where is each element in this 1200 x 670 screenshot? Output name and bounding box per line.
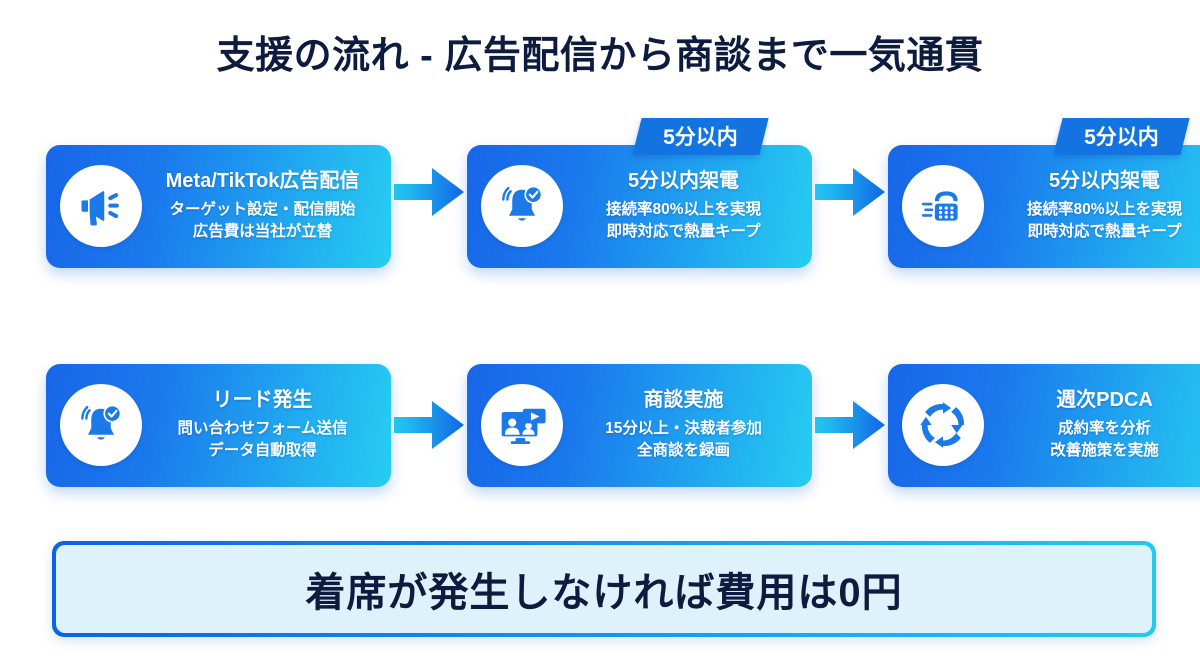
card-line: データ自動取得 (208, 442, 317, 459)
guarantee-banner-inner: 着席が発生しなければ費用は0円 (56, 545, 1152, 633)
card-lines: 接続率80%以上を実現 即時対応で熱量キープ (606, 199, 761, 244)
card-line: 即時対応で熱量キープ (606, 223, 761, 240)
card-slot: リード発生 問い合わせフォーム送信 データ自動取得 (46, 363, 391, 487)
card-line: 接続率80%以上を実現 (1026, 200, 1183, 218)
video-meeting-icon (481, 384, 563, 466)
flow-card-ad-delivery[interactable]: Meta/TikTok広告配信 ターゲット設定・配信開始 広告費は当社が立替 (46, 144, 391, 268)
card-line: 15分以上・決裁者参加 (605, 419, 762, 437)
card-lines: 接続率80%以上を実現 即時対応で熱量キープ (1027, 199, 1182, 244)
card-line: 接続率80%以上を実現 (605, 200, 762, 218)
card-title: 商談実施 (643, 388, 724, 411)
arrow-right-icon (394, 168, 464, 216)
card-text: 週次PDCA 成約率を分析 改善施策を実施 (994, 388, 1200, 463)
flow-card-lead-generation[interactable]: リード発生 問い合わせフォーム送信 データ自動取得 (46, 363, 391, 487)
arrow-slot (812, 355, 888, 495)
card-text: 5分以内架電 接続率80%以上を実現 即時対応で熱量キープ (573, 169, 798, 244)
badge-label: 5分以内 (1084, 125, 1160, 149)
card-slot: 週次PDCA 成約率を分析 改善施策を実施 (888, 363, 1200, 487)
badge-5min: 5分以内 (632, 117, 769, 155)
page-title: 支援の流れ - 広告配信から商談まで一気通貫 (216, 35, 984, 77)
arrow-slot (391, 112, 467, 272)
card-text: リード発生 問い合わせフォーム送信 データ自動取得 (152, 388, 377, 463)
arrow-right-icon (815, 168, 885, 216)
card-text: 商談実施 15分以上・決裁者参加 全商談を録画 (573, 388, 798, 463)
guarantee-banner: 着席が発生しなければ費用は0円 (52, 541, 1156, 637)
arrow-right-icon (394, 401, 464, 449)
card-slot: 5分以内 (888, 117, 1200, 268)
card-slot: 5分以内 (467, 117, 812, 268)
megaphone-icon (60, 165, 142, 247)
flow-row-2: リード発生 問い合わせフォーム送信 データ自動取得 (0, 355, 1200, 495)
card-lines: ターゲット設定・配信開始 広告費は当社が立替 (169, 199, 355, 244)
card-slot: Meta/TikTok広告配信 ターゲット設定・配信開始 広告費は当社が立替 (46, 117, 391, 268)
card-line: 改善施策を実施 (1050, 442, 1159, 459)
pdca-cycle-icon (902, 384, 984, 466)
card-text: 5分以内架電 接続率80%以上を実現 即時対応で熱量キープ (994, 169, 1200, 244)
card-lines: 成約率を分析 改善施策を実施 (1050, 418, 1159, 463)
card-text: Meta/TikTok広告配信 ターゲット設定・配信開始 広告費は当社が立替 (152, 169, 377, 244)
flow-row-1: Meta/TikTok広告配信 ターゲット設定・配信開始 広告費は当社が立替 (0, 112, 1200, 272)
card-line: 即時対応で熱量キープ (1027, 223, 1182, 240)
flow-card-sales-meeting[interactable]: 商談実施 15分以上・決裁者参加 全商談を録画 (467, 363, 812, 487)
badge-5min: 5分以内 (1053, 117, 1190, 155)
flow-card-call-within-5min[interactable]: 5分以内 (467, 117, 812, 268)
card-line: 広告費は当社が立替 (192, 223, 333, 240)
card-lines: 15分以上・決裁者参加 全商談を録画 (605, 418, 762, 463)
arrow-slot (391, 355, 467, 495)
card-title: 5分以内架電 (1048, 169, 1161, 192)
bell-check-icon (60, 384, 142, 466)
card-slot: 商談実施 15分以上・決裁者参加 全商談を録画 (467, 363, 812, 487)
card-line: 成約率を分析 (1057, 419, 1151, 437)
card-title: リード発生 (212, 388, 313, 411)
flow-card-phone-call[interactable]: 5分以内 (888, 117, 1200, 268)
arrow-right-icon (815, 401, 885, 449)
card-lines: 問い合わせフォーム送信 データ自動取得 (177, 418, 347, 463)
bell-check-icon (481, 165, 563, 247)
card-title: 週次PDCA (1056, 388, 1153, 411)
guarantee-banner-text: 着席が発生しなければ費用は0円 (305, 571, 903, 615)
telephone-icon (902, 165, 984, 247)
card-line: ターゲット設定・配信開始 (169, 200, 356, 218)
card-title: Meta/TikTok広告配信 (165, 169, 360, 192)
arrow-slot (812, 112, 888, 272)
card-line: 問い合わせフォーム送信 (177, 419, 348, 437)
flow-card-weekly-pdca[interactable]: 週次PDCA 成約率を分析 改善施策を実施 (888, 363, 1200, 487)
card-line: 全商談を録画 (636, 442, 730, 459)
badge-label: 5分以内 (663, 125, 739, 149)
card-title: 5分以内架電 (627, 169, 740, 192)
